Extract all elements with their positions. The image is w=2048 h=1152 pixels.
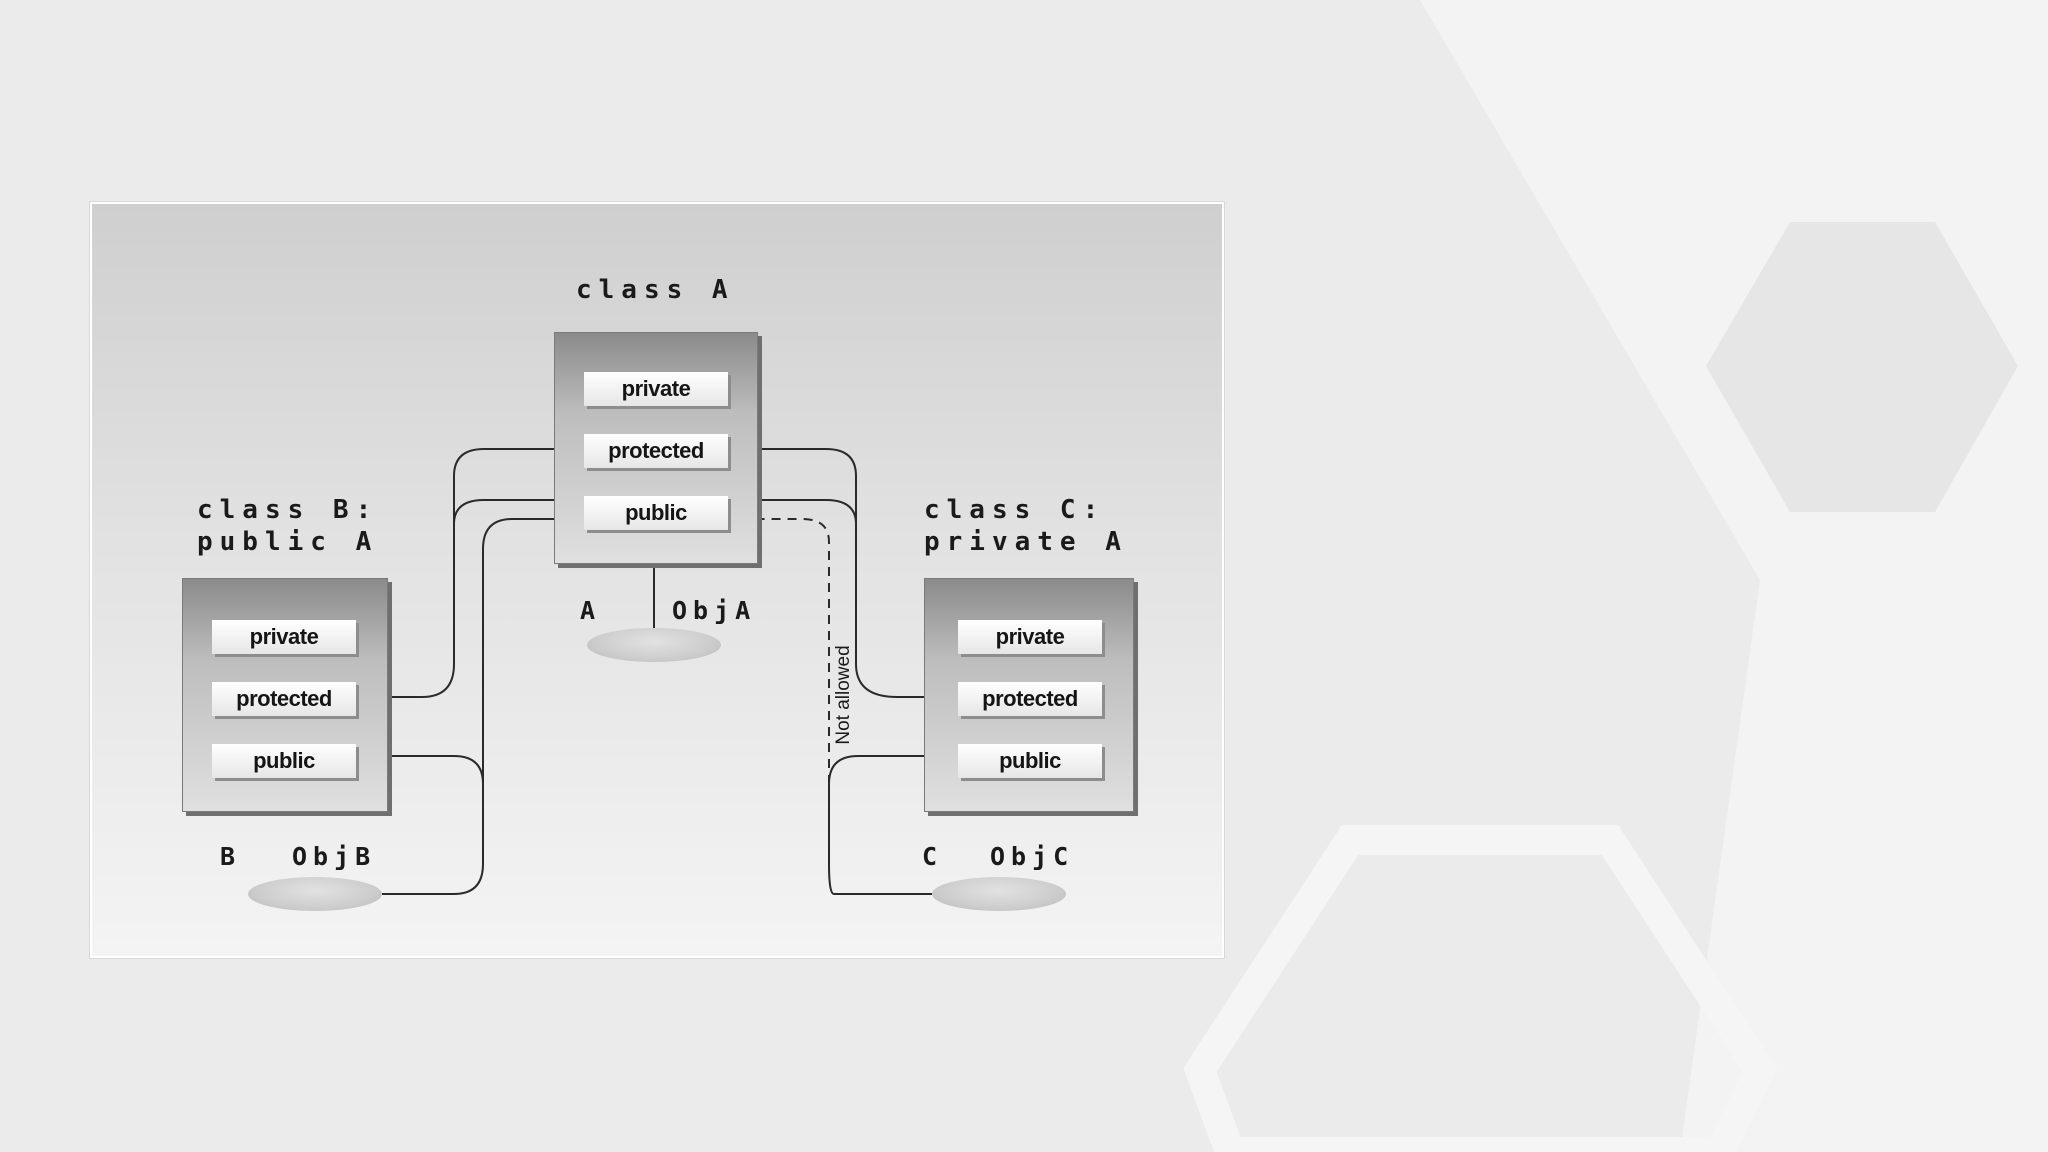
class-b-private: private (212, 620, 356, 654)
obja-ellipse (587, 628, 721, 662)
class-b-object-type: B (220, 842, 242, 871)
arrow-objb-to-b-public (366, 748, 484, 785)
arrow-b-protected-to-a-public (453, 492, 578, 525)
class-a-public: public (584, 496, 728, 530)
class-c-protected: protected (958, 682, 1102, 716)
arrow-c-protected-to-a-protected (733, 441, 924, 698)
connector-lines (366, 441, 952, 895)
class-c-box: private protected public (924, 578, 1134, 812)
inheritance-diagram: class A private protected public A ObjA … (90, 202, 1224, 958)
class-c-object-type: C (922, 842, 944, 871)
hexagon-outline-bottom (1183, 825, 1778, 1152)
class-a-private: private (584, 372, 728, 406)
not-allowed-label: Not allowed (833, 645, 854, 745)
class-a-box: private protected public (554, 332, 758, 564)
small-hexagon-top (1706, 222, 2018, 512)
arrow-objb-to-a-public (382, 511, 578, 895)
class-b-object-name: ObjB (292, 842, 377, 871)
arrow-not-allowed-to-a-public (733, 511, 830, 784)
class-a-title: class A (576, 275, 735, 305)
class-b-box: private protected public (182, 578, 388, 812)
class-a-protected: protected (584, 434, 728, 468)
class-b-public: public (212, 744, 356, 778)
arrow-c-protected-to-a-public (733, 492, 857, 525)
objb-ellipse (248, 877, 382, 911)
objc-ellipse (932, 877, 1066, 911)
class-c-public: public (958, 744, 1102, 778)
large-hexagon (1420, 0, 2048, 1152)
class-c-object-name: ObjC (990, 842, 1075, 871)
arrow-b-protected-to-a-protected (392, 441, 578, 698)
class-b-title: class B: public A (197, 495, 379, 557)
class-c-title: class C: private A (924, 495, 1128, 557)
class-a-object-type: A (580, 596, 602, 625)
class-a-object-name: ObjA (672, 596, 757, 625)
class-b-protected: protected (212, 682, 356, 716)
class-c-private: private (958, 620, 1102, 654)
arrow-objc-to-c-public (828, 748, 952, 895)
